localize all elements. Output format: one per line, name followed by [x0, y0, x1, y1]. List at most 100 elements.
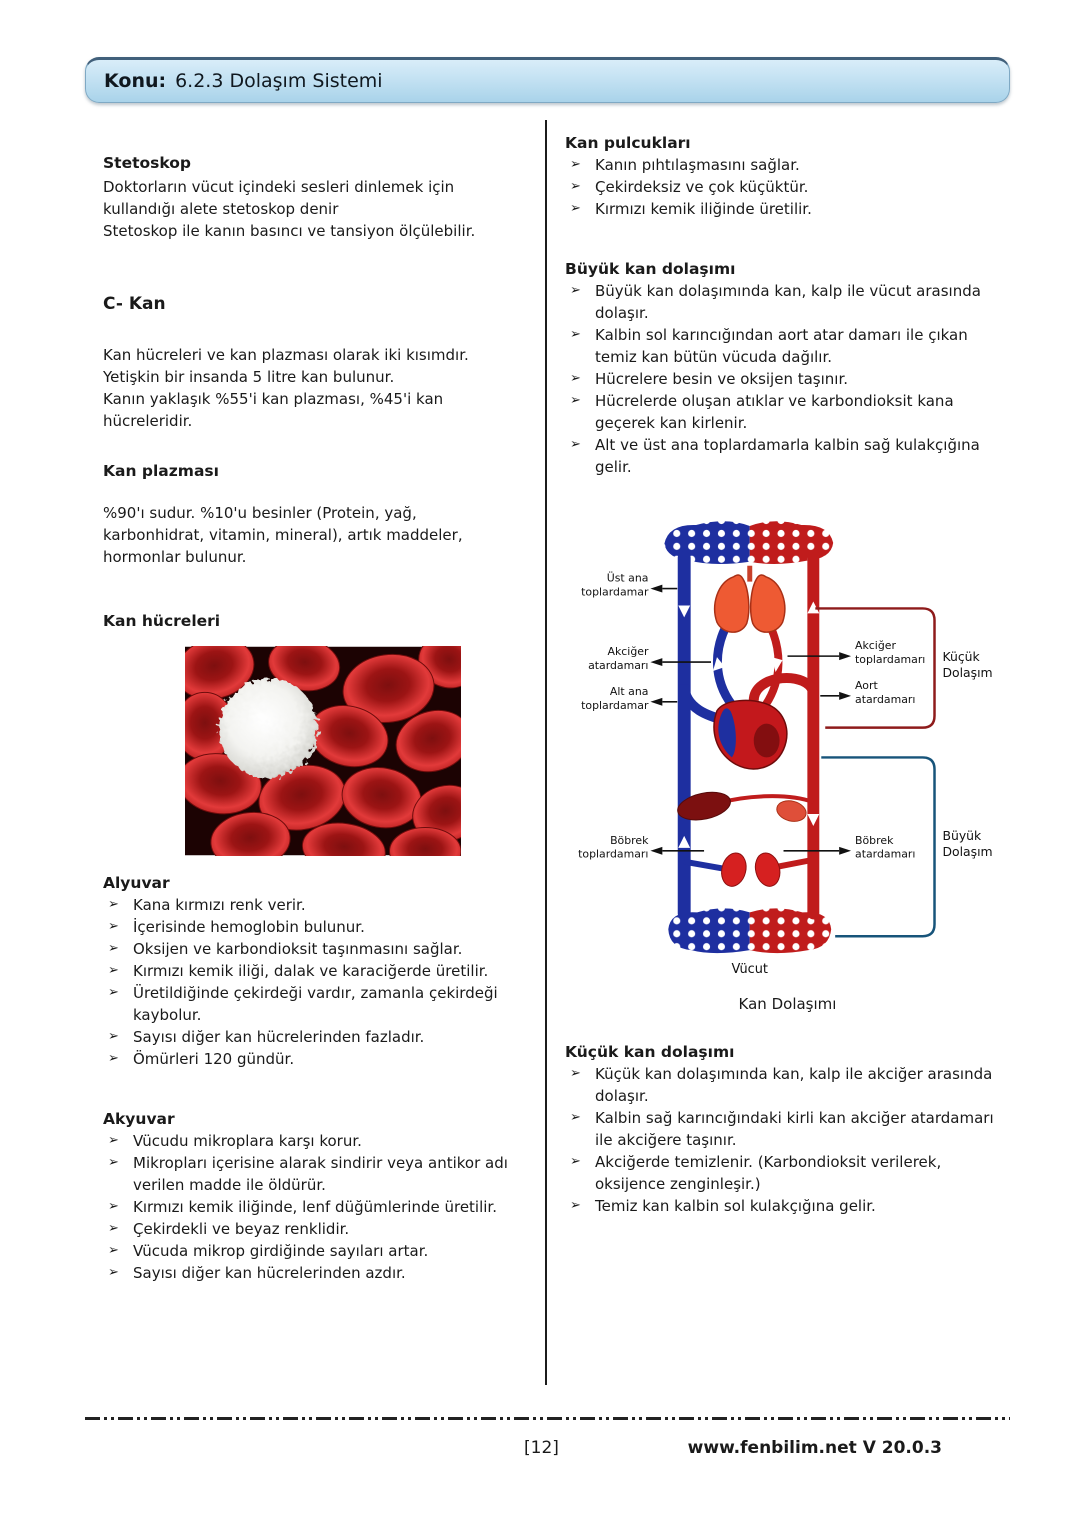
arrow-bullet-icon: ➢ [108, 985, 119, 1000]
list-item: ➢Hücrelere besin ve oksijen taşınır. [565, 368, 1010, 390]
list-item: ➢Akciğerde temizlenir. (Karbondioksit ve… [565, 1151, 1010, 1195]
stomach [776, 800, 807, 822]
heading-buyuk-kan-dolasimi: Büyük kan dolaşımı [565, 260, 736, 278]
arrow-bullet-icon: ➢ [108, 1199, 119, 1214]
list-item: ➢Çekirdeksiz ve çok küçüktür. [565, 176, 1010, 198]
list-item: ➢Kırmızı kemik iliğinde üretilir. [565, 198, 1010, 220]
kan-line: Kan hücreleri ve kan plazması olarak iki… [103, 346, 469, 364]
stetoskop-text-1: Doktorların vücut içindeki sesleri dinle… [103, 178, 455, 218]
arrow-bullet-icon: ➢ [570, 201, 581, 216]
kidneys [721, 852, 781, 887]
footer-dashed-divider [85, 1417, 1010, 1420]
content-columns: Stetoskop Doktorların vücut içindeki ses… [85, 120, 1010, 1385]
diagram-caption: Kan Dolaşımı [738, 995, 837, 1013]
list-item: ➢Vücudu mikroplara karşı korur. [103, 1130, 519, 1152]
list-item: ➢Alt ve üst ana toplardamarla kalbin sağ… [565, 434, 1010, 478]
akyuvar-list: ➢Vücudu mikroplara karşı korur. ➢Mikropl… [103, 1130, 519, 1284]
arrow-bullet-icon: ➢ [570, 1198, 581, 1213]
heading-kan-hucreleri: Kan hücreleri [103, 612, 221, 630]
lungs [713, 565, 786, 633]
arrow-bullet-icon: ➢ [108, 941, 119, 956]
arrow-bullet-icon: ➢ [108, 1265, 119, 1280]
arrow-bullet-icon: ➢ [570, 437, 581, 452]
arrow-bullet-icon: ➢ [570, 1154, 581, 1169]
kan-plazmasi-paragraph: %90'ı sudur. %10'u besinler (Protein, ya… [103, 504, 463, 566]
arrow-bullet-icon: ➢ [108, 1051, 119, 1066]
list-item: ➢Kanın pıhtılaşmasını sağlar. [565, 154, 1010, 176]
list-item: ➢Kırmızı kemik iliği, dalak ve karaciğer… [103, 960, 519, 982]
arrow-bullet-icon: ➢ [108, 1155, 119, 1170]
topic-label: Konu: [104, 70, 167, 92]
liver [677, 791, 731, 821]
list-item: ➢Sayısı diğer kan hücrelerinden fazladır… [103, 1026, 519, 1048]
arrow-bullet-icon: ➢ [570, 1110, 581, 1125]
big-circulation-bracket [821, 756, 936, 938]
label-pointer-arrows [662, 587, 840, 852]
heading-kan-plazmasi: Kan plazması [103, 462, 219, 480]
list-item: ➢Vücuda mikrop girdiğinde sayıları artar… [103, 1240, 519, 1262]
arrow-bullet-icon: ➢ [570, 1066, 581, 1081]
arrow-bullet-icon: ➢ [108, 919, 119, 934]
arrow-bullet-icon: ➢ [108, 897, 119, 912]
list-item: ➢Büyük kan dolaşımında kan, kalp ile vüc… [565, 280, 1010, 324]
website-version: www.fenbilim.net V 20.0.3 [688, 1438, 942, 1458]
arrow-bullet-icon: ➢ [570, 157, 581, 172]
kan-pulcuklari-list: ➢Kanın pıhtılaşmasını sağlar. ➢Çekirdeks… [565, 154, 1010, 220]
list-item: ➢Temiz kan kalbin sol kulakçığına gelir. [565, 1195, 1010, 1217]
flow-arrows [678, 601, 820, 848]
blood-cells-illustration [174, 634, 480, 876]
heading-alyuvar: Alyuvar [103, 874, 170, 892]
list-item: ➢Kırmızı kemik iliğinde, lenf düğümlerin… [103, 1196, 519, 1218]
alyuvar-list: ➢Kana kırmızı renk verir. ➢İçerisinde he… [103, 894, 519, 1070]
label-vucut: Vücut [732, 962, 768, 977]
kucuk-kan-dolasimi-list: ➢Küçük kan dolaşımında kan, kalp ile akc… [565, 1063, 1010, 1217]
right-column: Kan pulcukları ➢Kanın pıhtılaşmasını sağ… [545, 120, 1010, 1385]
red-blood-cells [174, 634, 480, 876]
topic-title: 6.2.3 Dolaşım Sistemi [175, 70, 383, 92]
kan-line: Yetişkin bir insanda 5 litre kan bulunur… [103, 368, 395, 386]
arrow-bullet-icon: ➢ [570, 371, 581, 386]
arrow-bullet-icon: ➢ [570, 283, 581, 298]
kan-paragraph: Kan hücreleri ve kan plazması olarak iki… [103, 344, 519, 432]
kan-line: Kanın yaklaşık %55'i kan plazması, %45'i… [103, 390, 444, 430]
heading-stetoskop: Stetoskop [103, 154, 192, 172]
arrow-bullet-icon: ➢ [108, 1133, 119, 1148]
list-item: ➢Ömürleri 120 gündür. [103, 1048, 519, 1070]
list-item: ➢Kalbin sol karıncığından aort atar dama… [565, 324, 1010, 368]
version-number: V 20.0.3 [862, 1438, 942, 1458]
heading-kucuk-kan-dolasimi: Küçük kan dolaşımı [565, 1043, 735, 1061]
stetoskop-paragraph: Doktorların vücut içindeki sesleri dinle… [103, 176, 519, 242]
list-item: ➢Kana kırmızı renk verir. [103, 894, 519, 916]
blood-cells-image [174, 634, 480, 876]
heading-c-kan: C- Kan [103, 294, 166, 314]
stetoskop-text-2: Stetoskop ile kanın basıncı ve tansiyon … [103, 222, 476, 240]
arrow-bullet-icon: ➢ [108, 1243, 119, 1258]
list-item: ➢Mikropları içerisine alarak sindirir ve… [103, 1152, 519, 1196]
small-circulation-bracket [815, 607, 936, 729]
arrow-bullet-icon: ➢ [108, 963, 119, 978]
website-url: www.fenbilim.net [687, 1438, 857, 1458]
arrow-bullet-icon: ➢ [570, 393, 581, 408]
list-item: ➢İçerisinde hemoglobin bulunur. [103, 916, 519, 938]
list-item: ➢Çekirdekli ve beyaz renklidir. [103, 1218, 519, 1240]
arrow-bullet-icon: ➢ [570, 327, 581, 342]
list-item: ➢Hücrelerde oluşan atıklar ve karbondiok… [565, 390, 1010, 434]
heart [713, 699, 788, 770]
page-number: [12] [524, 1438, 559, 1458]
list-item: ➢Oksijen ve karbondioksit taşınmasını sa… [103, 938, 519, 960]
list-item: ➢Sayısı diğer kan hücrelerinden azdır. [103, 1262, 519, 1284]
heading-akyuvar: Akyuvar [103, 1110, 175, 1128]
buyuk-kan-dolasimi-list: ➢Büyük kan dolaşımında kan, kalp ile vüc… [565, 280, 1010, 478]
heading-kan-pulcuklari: Kan pulcukları [565, 134, 691, 152]
